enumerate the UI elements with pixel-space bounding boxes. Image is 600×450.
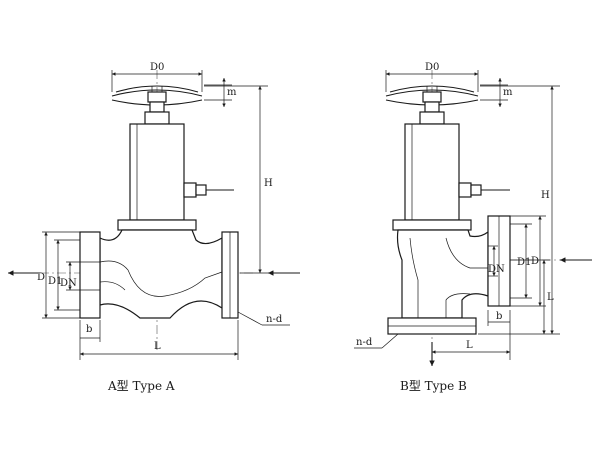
- label-nd-a: n-d: [266, 314, 283, 325]
- label-nd-b: n-d: [356, 337, 373, 348]
- label-h-a: H: [264, 178, 273, 189]
- caption-type-b: B型 Type B: [400, 379, 467, 393]
- figure-a: D0 m H D D1 DN b L: [8, 62, 300, 393]
- actuator-body-b: [404, 123, 460, 221]
- label-d1-a: D1: [48, 276, 62, 287]
- side-fitting-a: [183, 182, 197, 198]
- side-fitting-b: [458, 182, 472, 198]
- label-d0-a: D0: [150, 62, 164, 73]
- label-dn-b: DN: [488, 264, 505, 275]
- label-dn-a: DN: [60, 278, 77, 289]
- label-l-b: L: [466, 340, 473, 351]
- label-m-a: m: [227, 87, 237, 98]
- label-l-a: L: [154, 341, 161, 352]
- label-l-right-b: L: [547, 292, 554, 303]
- label-b-a: b: [86, 324, 92, 335]
- label-h-b: H: [541, 190, 550, 201]
- left-flange-a: [79, 231, 101, 319]
- label-d1-b: D1: [517, 257, 531, 268]
- label-d0-b: D0: [425, 62, 439, 73]
- label-m-b: m: [503, 87, 513, 98]
- bonnet-flange-b: [392, 219, 472, 231]
- label-d-b: D: [531, 256, 539, 267]
- handwheel-b: [385, 85, 479, 125]
- label-b-b: b: [496, 311, 502, 322]
- caption-type-a: A型 Type A: [107, 379, 175, 393]
- label-d-a: D: [37, 272, 45, 283]
- handwheel-a: [111, 85, 203, 125]
- valve-body-b: [396, 229, 489, 319]
- bonnet-flange-a: [117, 219, 197, 231]
- figure-b: D0 m H DN D1 D L b: [354, 62, 592, 393]
- valve-body-a: [99, 229, 223, 319]
- actuator-body-a: [129, 123, 185, 221]
